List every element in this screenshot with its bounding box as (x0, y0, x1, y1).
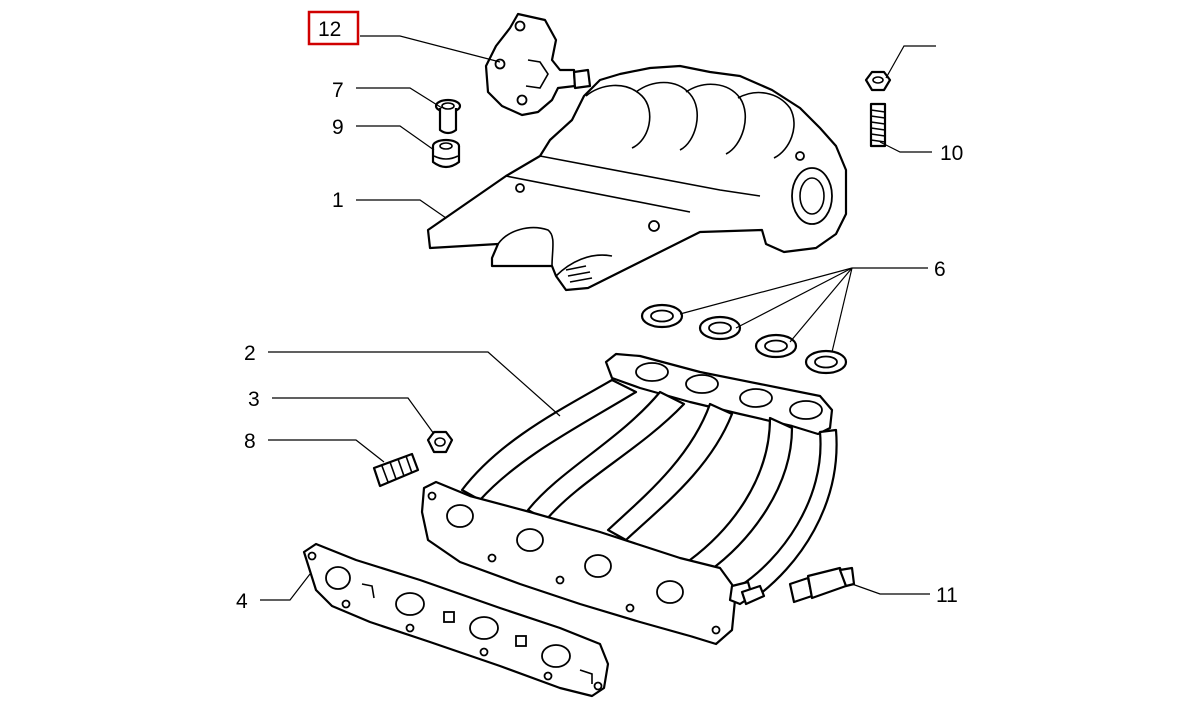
callout-12: 12 (318, 18, 341, 41)
part-2-lower-manifold[interactable] (420, 352, 838, 646)
callout-10[interactable]: 10 (940, 142, 963, 165)
gasket-ring (754, 333, 798, 359)
part-4-manifold-gasket[interactable] (302, 542, 610, 698)
part-11-temp-sensor[interactable] (740, 566, 856, 606)
callout-3[interactable]: 3 (248, 388, 260, 411)
part-6-gasket-rings[interactable] (640, 303, 848, 375)
callout-8[interactable]: 8 (244, 430, 256, 453)
callout-9[interactable]: 9 (332, 116, 344, 139)
part-10-stud-nut[interactable] (864, 70, 892, 148)
part-12-sensor[interactable] (484, 12, 592, 117)
part-8-stud[interactable] (372, 452, 420, 488)
callout-11[interactable]: 11 (936, 584, 958, 607)
part-9-grommet[interactable] (431, 138, 461, 169)
part-1-upper-manifold[interactable] (426, 64, 848, 292)
gasket-ring (640, 303, 684, 329)
callout-12-highlight[interactable]: 12 (307, 10, 360, 46)
callout-2[interactable]: 2 (244, 342, 256, 365)
callout-7[interactable]: 7 (332, 79, 344, 102)
callout-6[interactable]: 6 (934, 258, 946, 281)
callout-highlight-box (307, 10, 360, 46)
callout-4[interactable]: 4 (236, 590, 248, 613)
leader-lines (260, 35, 936, 601)
part-7-bush[interactable] (434, 98, 462, 135)
gasket-ring (698, 315, 742, 341)
gasket-ring (804, 349, 848, 375)
callout-1[interactable]: 1 (332, 189, 344, 212)
part-3-nut[interactable] (426, 430, 454, 454)
